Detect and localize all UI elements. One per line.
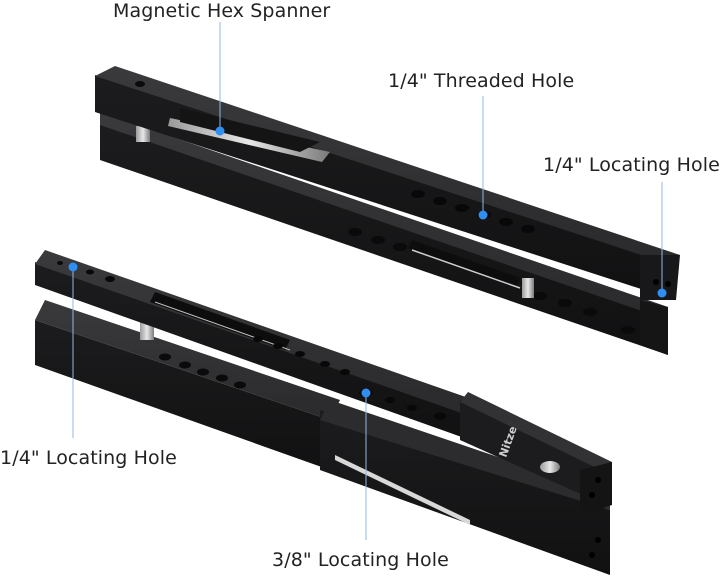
callout-locating-hole-top: 1/4" Locating Hole	[543, 154, 720, 176]
callout-magnetic-hex-spanner: Magnetic Hex Spanner	[113, 0, 331, 22]
locating-hole-top-dot	[657, 288, 667, 298]
callout-threaded-hole: 1/4" Threaded Hole	[388, 70, 575, 92]
locating-hole-38-dot	[361, 388, 371, 398]
hex-spanner-dot	[215, 126, 225, 136]
callout-markers	[68, 22, 667, 540]
locating-hole-left-dot	[68, 262, 78, 272]
top-rail-assembly	[95, 66, 680, 355]
callout-locating-hole-38: 3/8" Locating Hole	[272, 549, 449, 571]
threaded-hole-dot	[478, 210, 488, 220]
callout-locating-hole-left: 1/4" Locating Hole	[0, 447, 177, 469]
bottom-rail-assembly: Nitze	[35, 250, 612, 575]
